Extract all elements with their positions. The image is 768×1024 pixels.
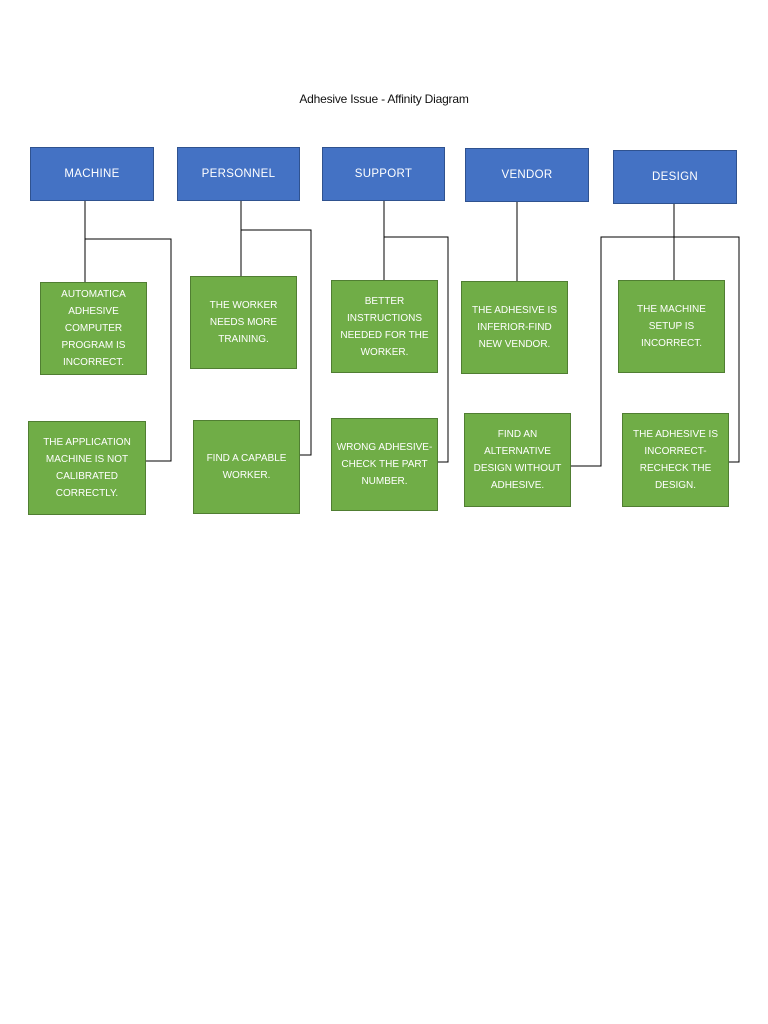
- note-machine-1: AUTOMATICA ADHESIVE COMPUTER PROGRAM IS …: [40, 282, 147, 375]
- note-personnel-1: THE WORKER NEEDS MORE TRAINING.: [190, 276, 297, 369]
- header-design: DESIGN: [613, 150, 737, 204]
- connector-personnel-bottom: [241, 229, 312, 456]
- diagram-title: Adhesive Issue - Affinity Diagram: [299, 92, 469, 106]
- note-support-1: BETTER INSTRUCTIONS NEEDED FOR THE WORKE…: [331, 280, 438, 373]
- note-vendor-2: FIND AN ALTERNATIVE DESIGN WITHOUT ADHES…: [464, 413, 571, 507]
- note-machine-2: THE APPLICATION MACHINE IS NOT CALIBRATE…: [28, 421, 146, 515]
- connector-machine-bottom: [85, 238, 172, 462]
- note-vendor-1: THE ADHESIVE IS INFERIOR-FIND NEW VENDOR…: [461, 281, 568, 374]
- note-support-2: WRONG ADHESIVE- CHECK THE PART NUMBER.: [331, 418, 438, 511]
- connector-vendor-bottom: [571, 236, 674, 467]
- connector-support-bottom: [384, 236, 449, 463]
- note-design-1: THE MACHINE SETUP IS INCORRECT.: [618, 280, 725, 373]
- connector-design-bottom: [674, 236, 740, 463]
- header-vendor: VENDOR: [465, 148, 589, 202]
- header-support: SUPPORT: [322, 147, 445, 201]
- note-design-2: THE ADHESIVE IS INCORRECT- RECHECK THE D…: [622, 413, 729, 507]
- header-personnel: PERSONNEL: [177, 147, 300, 201]
- note-personnel-2: FIND A CAPABLE WORKER.: [193, 420, 300, 514]
- header-machine: MACHINE: [30, 147, 154, 201]
